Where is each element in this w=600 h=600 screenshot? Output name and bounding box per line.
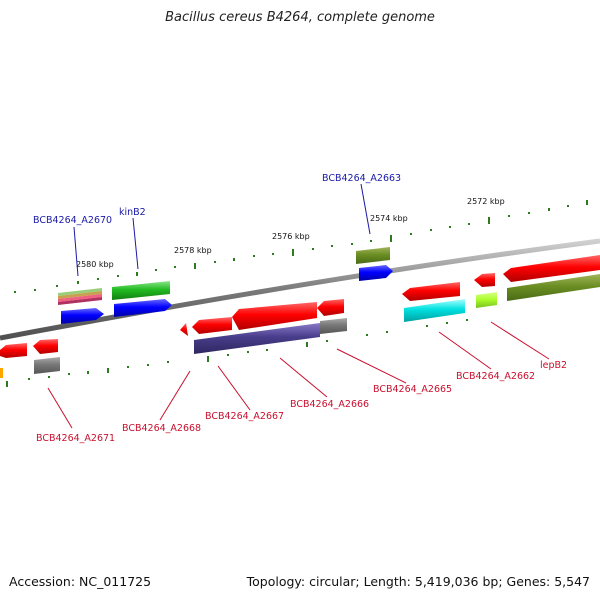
label-lepb2: lepB2: [540, 360, 567, 371]
map-title: Bacillus cereus B4264, complete genome: [165, 10, 435, 25]
gene-bcb4264-a2663[interactable]: [359, 265, 393, 281]
gene-bcb4264-a2665-red[interactable]: [402, 282, 460, 301]
label-bcb4264-a2670: BCB4264_A2670: [33, 215, 112, 226]
label-bcb4264-a2667: BCB4264_A2667: [205, 411, 284, 422]
label-bcb4264-a2668: BCB4264_A2668: [122, 423, 201, 434]
feature-right-olive[interactable]: [507, 274, 600, 301]
label-bcb4264-a2663: BCB4264_A2663: [322, 173, 401, 184]
scale-label-2576: 2576 kbp: [272, 232, 310, 241]
gene-right-reverse-2[interactable]: [503, 255, 600, 282]
gene-small-reverse-arrow[interactable]: [180, 323, 188, 336]
genome-summary-text: Topology: circular; Length: 5,419,036 bp…: [246, 574, 590, 589]
gene-bcb4264-a2671[interactable]: [33, 339, 58, 354]
scale-ring-bottom: [6, 319, 468, 387]
gene-bcb4264-a2667[interactable]: [232, 302, 317, 330]
gene-bcb4264-a2670[interactable]: [61, 308, 104, 324]
scale-ring-top: [14, 200, 588, 293]
feature-left-edge[interactable]: [0, 368, 3, 378]
feature-a2667-navy[interactable]: [194, 323, 320, 354]
gene-bcb4264-a2668[interactable]: [192, 317, 232, 334]
feature-a2671-gray[interactable]: [34, 357, 60, 374]
bottom-leader-lines: [47, 321, 550, 429]
top-leader-lines: [73, 183, 371, 277]
gene-kinb2[interactable]: [114, 299, 172, 317]
feature-a2665-cyan[interactable]: [404, 299, 465, 322]
label-bcb4264-a2666: BCB4264_A2666: [290, 399, 369, 410]
scale-label-2580: 2580 kbp: [76, 260, 114, 269]
scale-label-2578: 2578 kbp: [174, 246, 212, 255]
gene-left-reverse-1[interactable]: [0, 343, 27, 358]
gene-right-reverse-1[interactable]: [474, 273, 495, 287]
label-bcb4264-a2665: BCB4264_A2665: [373, 384, 452, 395]
feature-a2666-gray[interactable]: [320, 318, 347, 334]
feature-stack-2670[interactable]: [58, 288, 102, 305]
scale-label-2574: 2574 kbp: [370, 214, 408, 223]
genome-backbone: [0, 238, 600, 341]
accession-text: Accession: NC_011725: [9, 574, 152, 589]
label-bcb4264-a2662: BCB4264_A2662: [456, 371, 535, 382]
scale-label-2572: 2572 kbp: [467, 197, 505, 206]
gene-lepb2[interactable]: [476, 292, 497, 308]
label-kinb2: kinB2: [119, 207, 146, 218]
gene-kinb2-outer[interactable]: [112, 281, 170, 300]
feature-a2663-outer[interactable]: [356, 247, 390, 264]
gene-bcb4264-a2666-red[interactable]: [317, 299, 344, 316]
label-bcb4264-a2671: BCB4264_A2671: [36, 433, 115, 444]
